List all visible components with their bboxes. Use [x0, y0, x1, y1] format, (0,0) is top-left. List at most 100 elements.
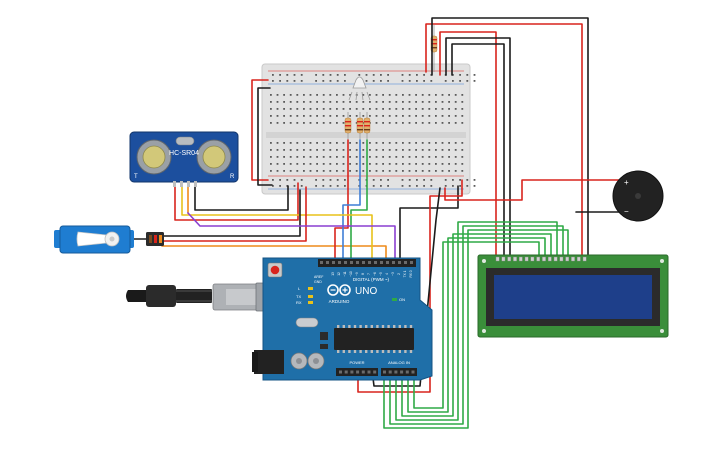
- digital-pin[interactable]: [356, 261, 359, 264]
- wire-black-lcd-top[interactable]: [431, 17, 589, 259]
- digital-pin[interactable]: [368, 261, 371, 264]
- lcd-pin[interactable]: [553, 256, 558, 262]
- digital-pin[interactable]: [320, 261, 323, 264]
- lcd-pin[interactable]: [501, 256, 506, 262]
- wire-black-arduino-gnd[interactable]: [399, 185, 459, 263]
- lcd-pin[interactable]: [565, 256, 569, 262]
- rgb-led[interactable]: [348, 76, 371, 101]
- breadboard-hole: [369, 156, 371, 158]
- digital-pin[interactable]: [350, 261, 353, 264]
- power-pin[interactable]: [350, 370, 354, 374]
- breadboard-hole: [286, 179, 289, 181]
- digital-pin[interactable]: [362, 261, 365, 264]
- lcd-pin[interactable]: [507, 256, 512, 262]
- wire-black-lcd-rw[interactable]: [451, 43, 505, 259]
- piezo-buzzer[interactable]: + −: [612, 170, 664, 222]
- wire-red-led[interactable]: [334, 139, 349, 263]
- lcd-pin[interactable]: [536, 256, 540, 262]
- wire-green-lcd-3[interactable]: [395, 221, 558, 421]
- wire-orange-servo[interactable]: [161, 245, 387, 263]
- led-resistor-3[interactable]: [363, 112, 371, 140]
- wire-green-lcd-2[interactable]: [389, 225, 564, 425]
- digital-pin[interactable]: [404, 261, 407, 264]
- digital-pin[interactable]: [398, 261, 401, 264]
- breadboard-hole: [270, 149, 272, 151]
- wire-black-lcd-gnd[interactable]: [445, 37, 511, 259]
- wire-green-lcd-6[interactable]: [413, 241, 540, 409]
- wire-yellow-sensor-trig[interactable]: [181, 179, 341, 216]
- breadboard-hole: [349, 115, 351, 117]
- lcd-pin[interactable]: [582, 256, 587, 262]
- wire-red-left-rail[interactable]: [251, 79, 269, 181]
- breadboard-hole: [289, 94, 292, 96]
- wire-black-servo[interactable]: [161, 189, 301, 237]
- power-pin[interactable]: [361, 370, 365, 374]
- digital-pin[interactable]: [374, 261, 377, 264]
- wire-black-left-rail[interactable]: [257, 87, 273, 186]
- wire-red-lcd-resistor[interactable]: [439, 31, 497, 259]
- wire-red-buzzer[interactable]: [444, 179, 621, 201]
- digital-pin[interactable]: [380, 261, 383, 264]
- wire-black-arduino-gnd2[interactable]: [371, 187, 441, 387]
- servo-motor[interactable]: [54, 225, 164, 254]
- wire-green-lcd-5[interactable]: [407, 237, 546, 413]
- digital-pin[interactable]: [410, 261, 413, 264]
- lcd-pin[interactable]: [542, 256, 546, 262]
- wire-yellow-trig-to-arduino[interactable]: [339, 214, 373, 263]
- wire-red-sensor-vcc[interactable]: [174, 179, 299, 221]
- lcd-pin[interactable]: [524, 256, 529, 262]
- chip-pin: [337, 350, 340, 353]
- digital-pin[interactable]: [326, 261, 329, 264]
- analog-pin[interactable]: [383, 370, 386, 374]
- power-pin[interactable]: [373, 370, 377, 374]
- power-pin[interactable]: [344, 370, 348, 374]
- led-resistor-1[interactable]: [344, 112, 352, 140]
- lcd-pin[interactable]: [519, 256, 523, 262]
- analog-pin[interactable]: [405, 370, 409, 374]
- wire-black-sensor-gnd[interactable]: [194, 179, 289, 211]
- digital-pin[interactable]: [332, 261, 335, 264]
- wire-green-lcd-1[interactable]: [383, 229, 569, 429]
- lcd-pin[interactable]: [495, 256, 500, 262]
- digital-pin[interactable]: [386, 261, 389, 264]
- wire-red-lcd-top[interactable]: [425, 23, 583, 259]
- wire-purple-echo-to-arduino[interactable]: [187, 212, 396, 263]
- breadboard-hole: [342, 149, 345, 151]
- lcd-pin[interactable]: [571, 256, 575, 262]
- breadboard-hole: [296, 115, 299, 117]
- breadboard-hole: [473, 179, 476, 181]
- breadboard-hole: [435, 170, 437, 172]
- led-resistor-2[interactable]: [356, 112, 364, 140]
- breadboard-hole: [336, 163, 338, 165]
- wire-green-led[interactable]: [350, 139, 368, 263]
- lcd-pin[interactable]: [577, 256, 581, 262]
- lcd-display[interactable]: [477, 254, 669, 338]
- wire-blue-led[interactable]: [342, 139, 361, 263]
- digital-pin[interactable]: [344, 261, 347, 264]
- lcd-pin[interactable]: [559, 256, 564, 262]
- power-pin[interactable]: [367, 370, 371, 374]
- wire-red-servo[interactable]: [161, 186, 307, 242]
- breadboard-hole: [349, 163, 351, 165]
- analog-pin[interactable]: [411, 370, 415, 374]
- digital-pin[interactable]: [392, 261, 395, 264]
- breadboard-hole: [430, 185, 433, 187]
- analog-pin[interactable]: [388, 370, 392, 374]
- analog-pin[interactable]: [394, 370, 398, 374]
- breadboard-hole: [289, 156, 292, 158]
- ultrasonic-sensor[interactable]: HC-SR04 T R: [129, 131, 239, 187]
- wire-green-lcd-4[interactable]: [401, 233, 552, 417]
- lcd-pin[interactable]: [513, 256, 517, 262]
- lcd-pin[interactable]: [548, 256, 552, 262]
- breadboard-hole: [289, 170, 292, 172]
- analog-pin[interactable]: [400, 370, 404, 374]
- lcd-pin[interactable]: [530, 256, 535, 262]
- breadboard-hole: [395, 115, 398, 117]
- chip-pin: [409, 350, 413, 353]
- breadboard-hole: [369, 142, 371, 144]
- digital-pin[interactable]: [338, 261, 341, 264]
- power-pin[interactable]: [339, 370, 342, 374]
- breadboard-hole: [428, 156, 431, 158]
- power-pin[interactable]: [356, 370, 360, 374]
